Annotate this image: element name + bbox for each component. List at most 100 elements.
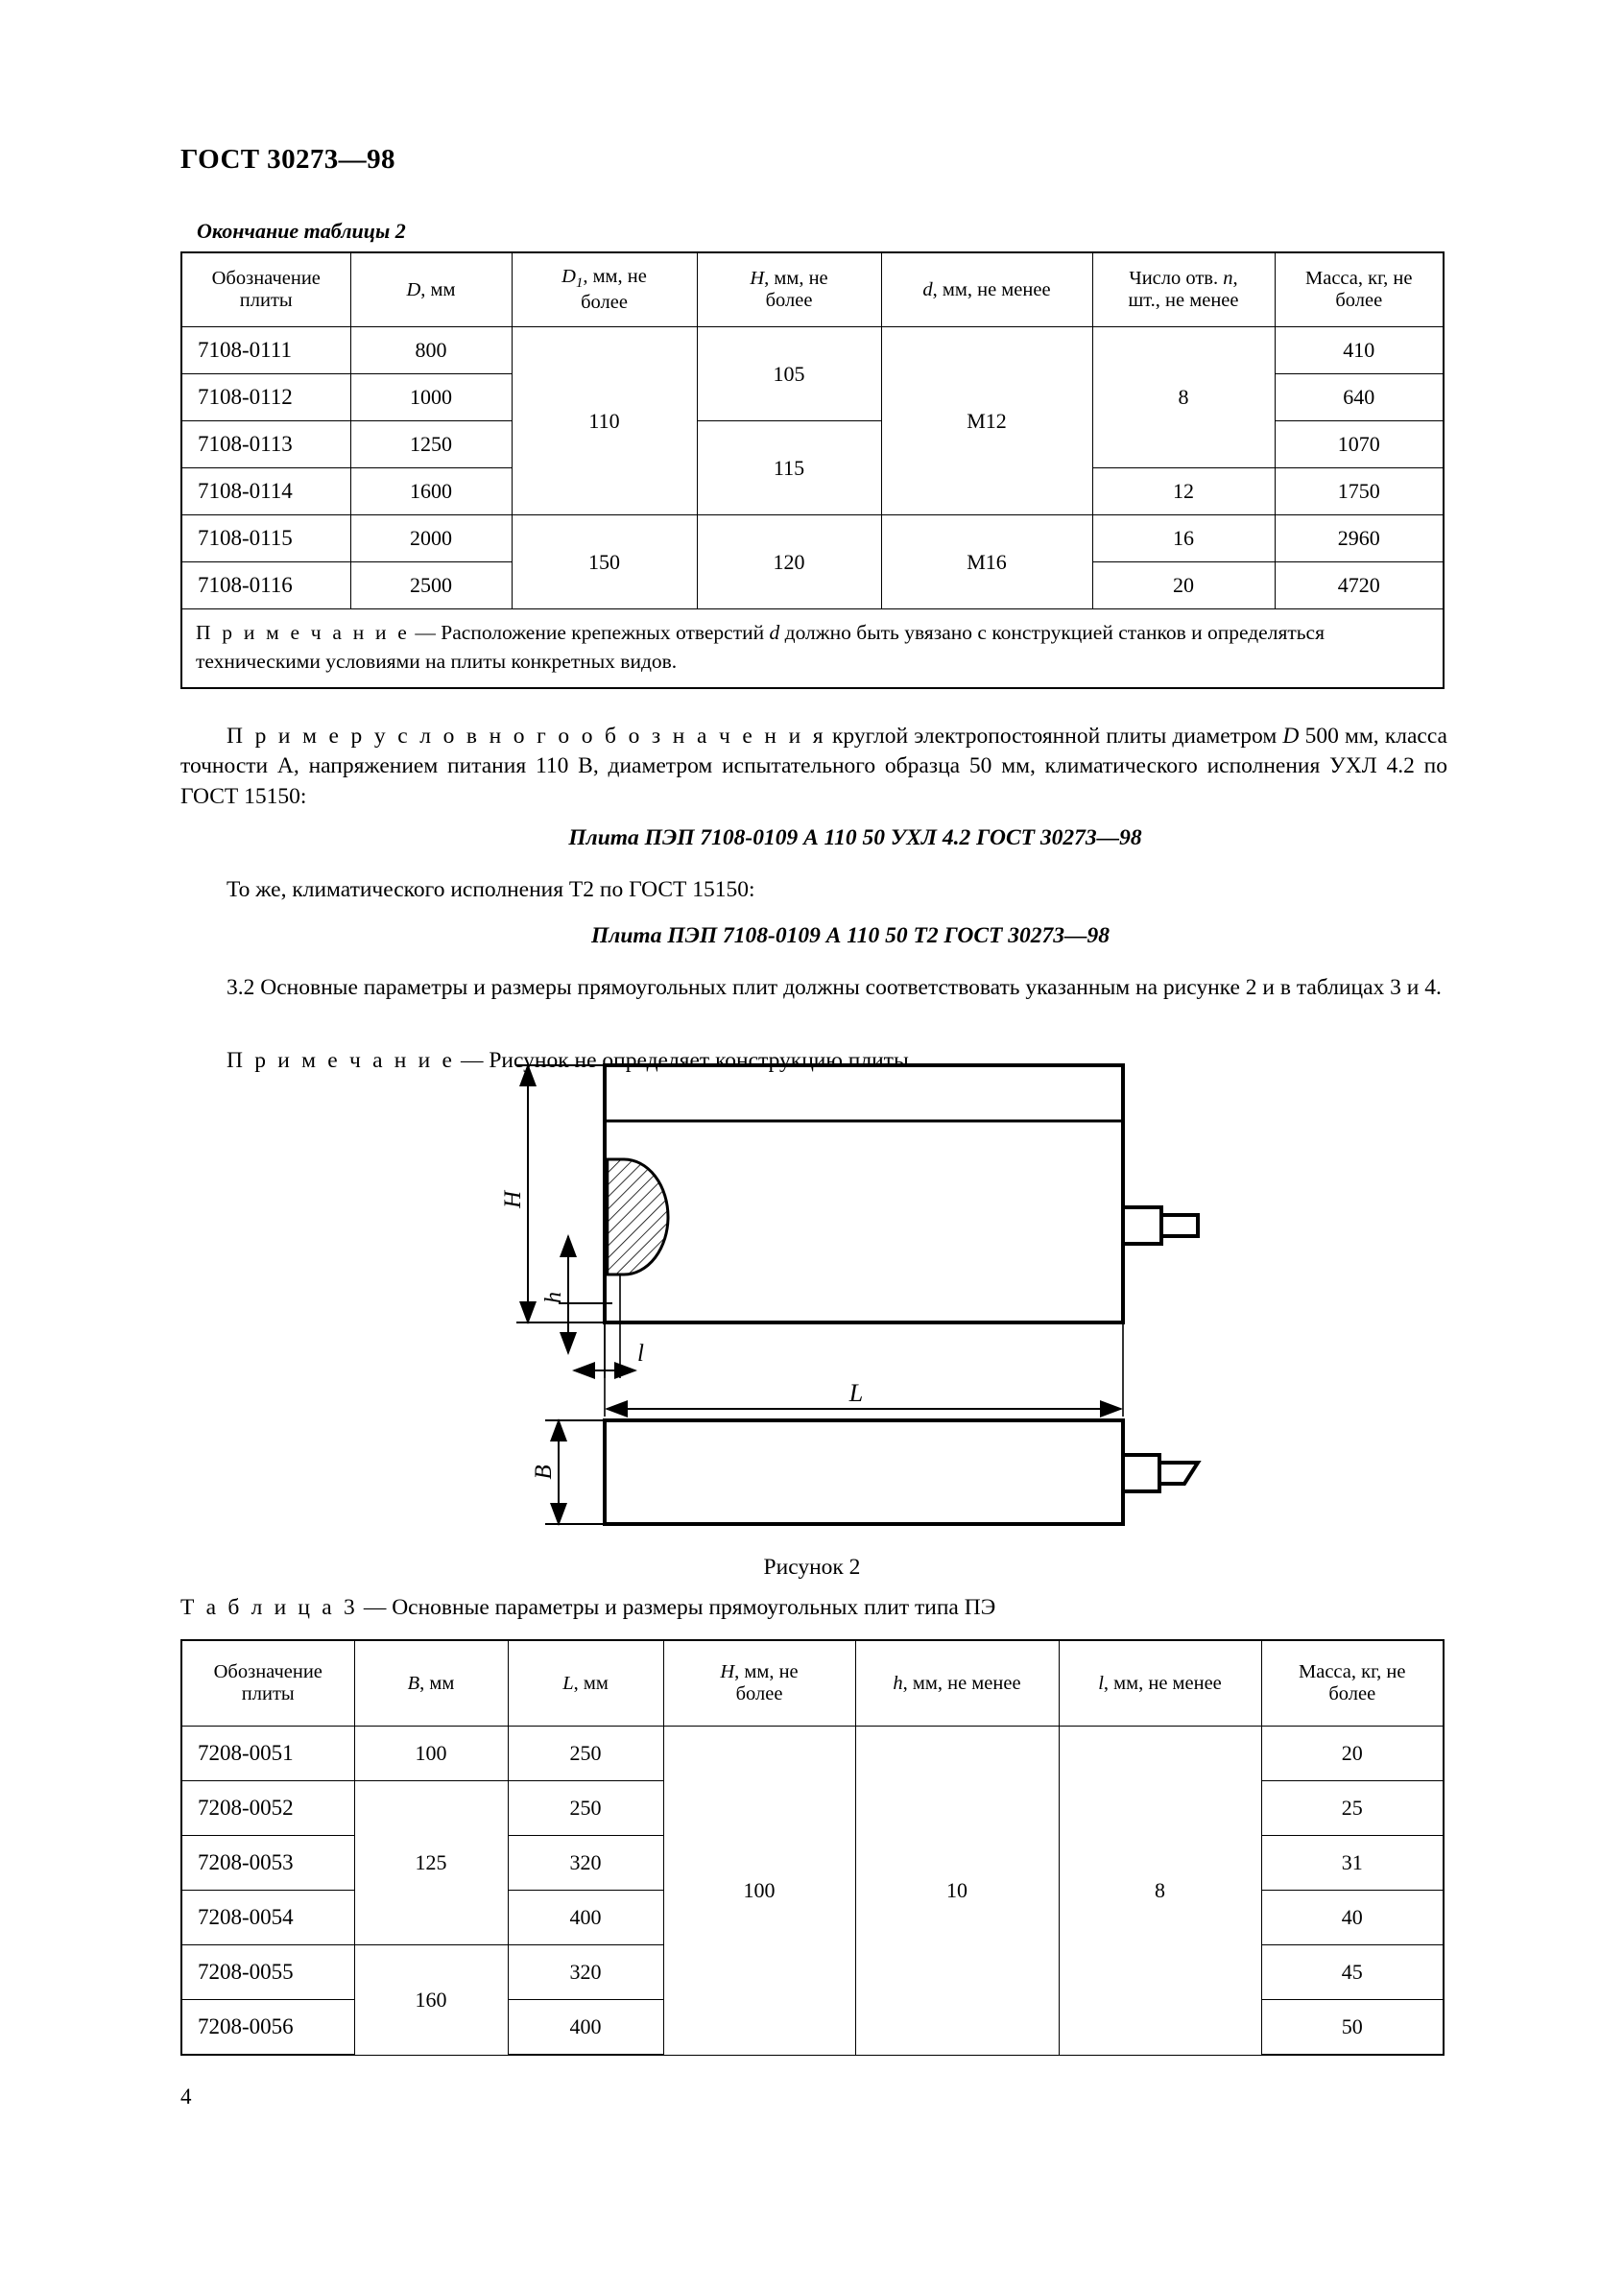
figure-2-caption: Рисунок 2 xyxy=(763,1555,861,1580)
table2-cell-D1-110: 110 xyxy=(511,326,698,515)
table3-cell-designation: 7208-0051 xyxy=(180,1726,355,1781)
figure2-label-H: H xyxy=(500,1189,526,1209)
table3-cell-designation: 7208-0055 xyxy=(180,1944,355,2000)
table2-cell-H-120: 120 xyxy=(696,514,882,609)
table2-col-n: Число отв. n, шт., не менее xyxy=(1091,251,1276,327)
table2-cell-D: 1250 xyxy=(349,420,513,468)
table3-cell-designation: 7208-0052 xyxy=(180,1780,355,1836)
table2-cell-D1-150: 150 xyxy=(511,514,698,609)
table-3: Обозначение плиты B, мм L, мм H, мм, не … xyxy=(180,1639,1445,2056)
table3-cell-mass: 40 xyxy=(1260,1890,1445,1945)
table3-cell-mass: 20 xyxy=(1260,1726,1445,1781)
table2-cell-designation: 7108-0112 xyxy=(180,373,351,421)
table3-cell-designation: 7208-0054 xyxy=(180,1890,355,1945)
table2-cell-n-12: 12 xyxy=(1091,467,1276,515)
table2-note: П р и м е ч а н и е — Расположение крепе… xyxy=(180,608,1445,690)
table3-cell-L: 250 xyxy=(507,1726,664,1781)
table3-cell-l: 8 xyxy=(1058,1726,1262,2056)
table2-cell-designation: 7108-0115 xyxy=(180,514,351,562)
table3-cell-B-160: 160 xyxy=(353,1944,509,2056)
table2-col-d: d, мм, не менее xyxy=(880,251,1093,327)
table-3-title: Т а б л и ц а 3 — Основные параметры и р… xyxy=(180,1595,996,1620)
table3-cell-B-125: 125 xyxy=(353,1780,509,1945)
table-row: 7108-0116 2500 20 4720 xyxy=(180,561,1445,609)
table3-cell-designation: 7208-0056 xyxy=(180,1999,355,2056)
table2-cell-mass: 4720 xyxy=(1274,561,1445,609)
table2-cell-n-16: 16 xyxy=(1091,514,1276,562)
table-row: 7108-0112 1000 640 xyxy=(180,373,1445,421)
table3-col-H: H, мм, не более xyxy=(662,1639,856,1727)
table3-cell-mass: 25 xyxy=(1260,1780,1445,1836)
table3-header-row: Обозначение плиты B, мм L, мм H, мм, не … xyxy=(180,1639,1445,1727)
table3-cell-mass: 50 xyxy=(1260,1999,1445,2056)
table3-col-mass: Масса, кг, не более xyxy=(1260,1639,1445,1727)
table2-cell-D: 800 xyxy=(349,326,513,374)
clause-3-2-note: П р и м е ч а н и е — Рисунок не определ… xyxy=(227,1048,915,1073)
table3-col-B: B, мм xyxy=(353,1639,509,1727)
table3-cell-L: 320 xyxy=(507,1835,664,1891)
table-row: 7108-0114 1600 12 1750 xyxy=(180,467,1445,515)
designation-code-t2: Плита ПЭП 7108-0109 А 110 50 Т2 ГОСТ 302… xyxy=(591,923,1110,948)
figure2-plan-view: B xyxy=(531,1418,1202,1526)
table3-cell-h: 10 xyxy=(854,1726,1060,2056)
table-row: 7208-0052 125 250 25 xyxy=(180,1780,1445,1945)
table-row: 7108-0115 2000 150 120 М16 16 2960 xyxy=(180,514,1445,609)
table3-cell-mass: 31 xyxy=(1260,1835,1445,1891)
table2-col-designation: Обозначение плиты xyxy=(180,251,351,327)
figure2-label-B: B xyxy=(531,1465,557,1479)
clause-3-2: 3.2 Основные параметры и размеры прямоуг… xyxy=(227,975,1442,1000)
table-row: 7208-0054 400 40 xyxy=(180,1890,1445,1945)
page-number: 4 xyxy=(180,2085,192,2108)
table3-cell-L: 400 xyxy=(507,1999,664,2056)
table2-cell-D: 2500 xyxy=(349,561,513,609)
table3-cell-designation: 7208-0053 xyxy=(180,1835,355,1891)
table3-cell-mass: 45 xyxy=(1260,1944,1445,2000)
designation-code-uhl: Плита ПЭП 7108-0109 А 110 50 УХЛ 4.2 ГОС… xyxy=(568,825,1142,850)
table3-cell-L: 320 xyxy=(507,1944,664,2000)
paragraph-example-designation: П р и м е р у с л о в н о г о о б о з н … xyxy=(180,724,1447,809)
table2-col-mass: Масса, кг, не более xyxy=(1274,251,1445,327)
table3-cell-L: 250 xyxy=(507,1780,664,1836)
table2-cell-D: 1600 xyxy=(349,467,513,515)
table3-col-L: L, мм xyxy=(507,1639,664,1727)
table-row: 7208-0055 160 320 45 xyxy=(180,1944,1445,2056)
figure-2-drawing: H h l L xyxy=(499,1036,1286,1545)
table3-col-designation: Обозначение плиты xyxy=(180,1639,355,1727)
table2-cell-mass: 1070 xyxy=(1274,420,1445,468)
table2-cell-mass: 1750 xyxy=(1274,467,1445,515)
table2-cell-designation: 7108-0116 xyxy=(180,561,351,609)
table2-col-H: H, мм, не более xyxy=(696,251,882,327)
table3-col-l: l, мм, не менее xyxy=(1058,1639,1262,1727)
table2-cell-n-8: 8 xyxy=(1091,326,1276,468)
table-2: Обозначение плиты D, мм D1, мм, не более… xyxy=(180,251,1445,690)
table2-cell-n-20: 20 xyxy=(1091,561,1276,609)
table2-cell-H-105: 105 xyxy=(696,326,882,421)
table3-cell-B-100: 100 xyxy=(353,1726,509,1781)
table-row: 7208-0053 320 31 xyxy=(180,1835,1445,1891)
table2-note-row: П р и м е ч а н и е — Расположение крепе… xyxy=(180,608,1445,690)
table2-cell-D: 2000 xyxy=(349,514,513,562)
table3-col-h: h, мм, не менее xyxy=(854,1639,1060,1727)
figure2-front-view: H h l L xyxy=(500,1063,1200,1417)
table2-continuation-label: Окончание таблицы 2 xyxy=(197,219,406,243)
figure2-label-L: L xyxy=(848,1379,863,1407)
table2-cell-D: 1000 xyxy=(349,373,513,421)
document-standard-header: ГОСТ 30273—98 xyxy=(180,144,395,175)
table2-cell-d-M12: М12 xyxy=(880,326,1093,515)
table-row: 7208-0056 400 50 xyxy=(180,1999,1445,2056)
table2-cell-H-115: 115 xyxy=(696,420,882,515)
table2-cell-designation: 7108-0113 xyxy=(180,420,351,468)
table3-cell-L: 400 xyxy=(507,1890,664,1945)
table3-cell-H: 100 xyxy=(662,1726,856,2056)
table2-cell-designation: 7108-0111 xyxy=(180,326,351,374)
table2-cell-mass: 410 xyxy=(1274,326,1445,374)
table-row: 7208-0051 100 250 100 10 8 20 xyxy=(180,1726,1445,2056)
table2-col-D1: D1, мм, не более xyxy=(511,251,698,327)
table2-header-row: Обозначение плиты D, мм D1, мм, не более… xyxy=(180,251,1445,327)
table-row: 7108-0111 800 110 105 М12 8 410 xyxy=(180,326,1445,515)
table2-col-D: D, мм xyxy=(349,251,513,327)
table2-cell-mass: 2960 xyxy=(1274,514,1445,562)
table2-cell-d-M16: М16 xyxy=(880,514,1093,609)
figure2-label-l: l xyxy=(637,1341,644,1367)
